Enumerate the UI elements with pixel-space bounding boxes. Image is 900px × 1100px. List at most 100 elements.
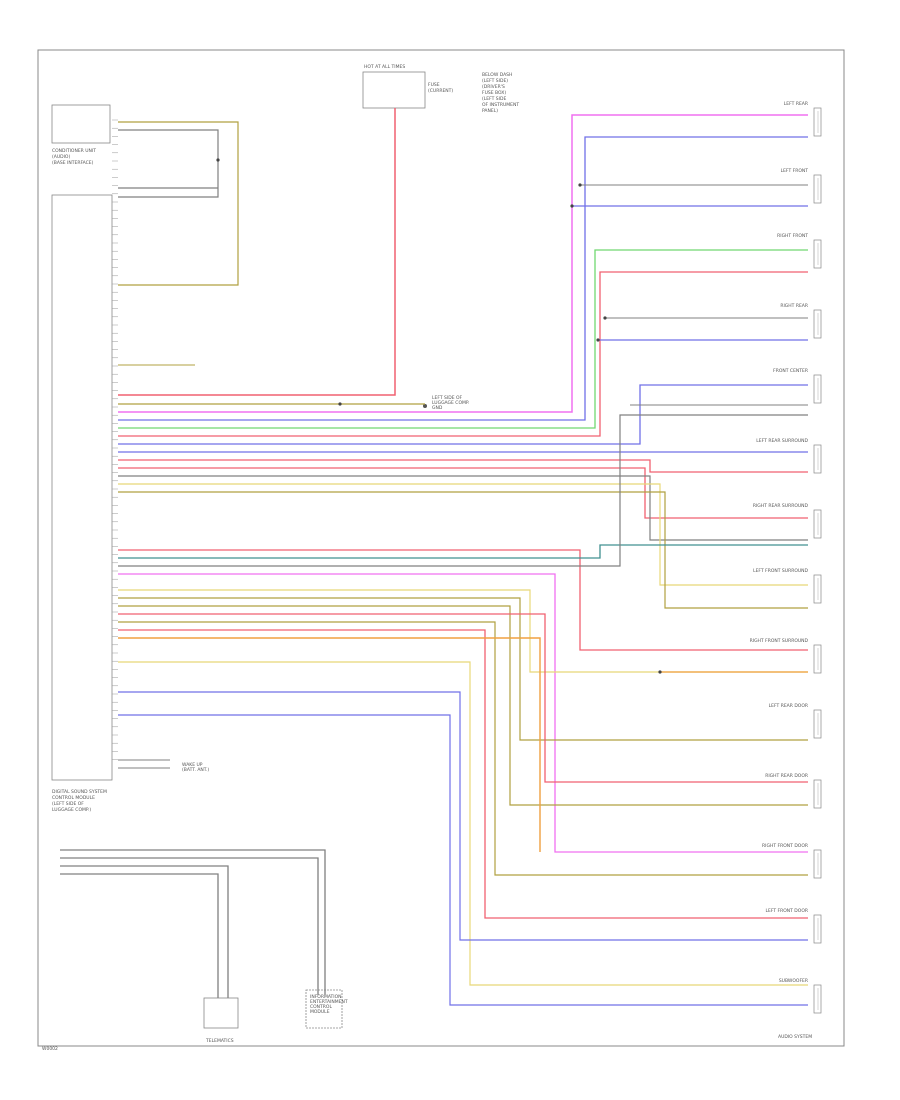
wire	[60, 857, 319, 995]
wire	[118, 475, 808, 541]
interface-label-line: INFORMATION	[310, 994, 342, 1000]
speaker-connector	[813, 914, 822, 944]
speaker: RIGHT FRONT SURROUND	[750, 638, 822, 674]
control-module-box	[51, 194, 113, 781]
speaker-label: LEFT REAR SURROUND	[756, 438, 808, 444]
wire	[118, 605, 808, 806]
splice	[596, 338, 600, 342]
conditioner-unit-box	[51, 104, 111, 144]
fuse-note-line: FUSE BOX)	[482, 90, 506, 96]
speaker: LEFT FRONT	[781, 168, 822, 204]
fuse-note-line: BELOW DASH	[482, 72, 512, 78]
speaker: SUBWOOFER	[779, 978, 822, 1014]
speaker: RIGHT FRONT	[777, 233, 822, 269]
fuse-label-line: FUSE	[428, 82, 440, 88]
conditioner-unit-label: CONDITIONER UNIT(AUDIO)(BASE INTERFACE)	[52, 148, 96, 166]
splice	[216, 158, 220, 162]
speaker-label: RIGHT FRONT	[777, 233, 808, 239]
wire	[118, 549, 808, 651]
wire	[118, 114, 808, 413]
footer-left-label: W0002	[42, 1046, 58, 1052]
control-module-pins	[112, 119, 118, 760]
speaker-label: LEFT FRONT	[781, 168, 809, 174]
fuse-note-line: (LEFT SIDE)	[482, 78, 508, 84]
fuse-note-line: OF INSTRUMENT	[482, 102, 519, 108]
fuse-note-line: (DRIVER'S	[482, 84, 505, 90]
speaker-label: RIGHT REAR	[780, 303, 808, 309]
ground-label-line: LUGGAGE COMP.	[432, 400, 469, 406]
ground-label-line: LEFT SIDE OF	[432, 395, 463, 401]
speaker: RIGHT REAR DOOR	[765, 773, 822, 809]
speaker-connector	[813, 309, 822, 339]
speaker-connector	[813, 849, 822, 879]
wire	[118, 129, 219, 198]
wire	[118, 714, 808, 1006]
amp-label-line: (BASE INTERFACE)	[52, 160, 94, 166]
telematics-label: TELEMATICS	[205, 1038, 234, 1044]
speaker-label: RIGHT REAR SURROUND	[753, 503, 809, 509]
speaker-connector	[813, 644, 822, 674]
telematics-box	[203, 997, 239, 1029]
speaker-label: LEFT FRONT DOOR	[765, 908, 808, 914]
wire	[118, 629, 808, 919]
speaker-connector	[813, 709, 822, 739]
wire	[118, 597, 808, 741]
amp-label-line: CONDITIONER UNIT	[52, 148, 96, 154]
wire	[118, 108, 396, 396]
speaker: LEFT FRONT SURROUND	[753, 568, 822, 604]
speaker-connector	[813, 779, 822, 809]
ground-label-line: GND	[432, 405, 443, 411]
wire	[118, 589, 808, 673]
interface-label-line: ENTERTAINMENT	[310, 999, 348, 1005]
fuse-note-line: (LEFT SIDE	[482, 96, 506, 102]
fuse-note-line: PANEL)	[482, 108, 498, 114]
interface-module-box	[305, 989, 343, 1029]
fuse-label: FUSE(CURRENT)	[428, 82, 453, 94]
wire	[60, 873, 219, 998]
wire	[118, 613, 808, 783]
wire	[118, 467, 808, 519]
speaker-connector	[813, 984, 822, 1014]
head-label-line: DIGITAL SOUND SYSTEM	[52, 789, 107, 795]
wire	[118, 459, 808, 473]
wire	[118, 621, 808, 876]
wire	[118, 491, 808, 609]
wire	[118, 637, 541, 852]
wire	[118, 483, 808, 586]
interface-label-line: MODULE	[310, 1009, 330, 1015]
wire	[118, 544, 808, 559]
footer-right-label: AUDIO SYSTEM	[778, 1034, 812, 1040]
interface-label-line: CONTROL	[310, 1004, 332, 1010]
splice	[338, 402, 342, 406]
speaker: FRONT CENTER	[773, 368, 822, 404]
head-label-line: CONTROL MODULE	[52, 795, 95, 801]
speaker-connector	[813, 239, 822, 269]
speaker-group: LEFT REAR LEFT FRONT RIGHT FRONT RIGHT REAR…	[750, 101, 822, 1014]
fuse-label-line: (CURRENT)	[428, 88, 453, 94]
head-label-line: (LEFT SIDE OF	[52, 801, 84, 807]
speaker-label: FRONT CENTER	[773, 368, 808, 374]
speaker-connector	[813, 509, 822, 539]
head-label-line: LUGGAGE COMP.)	[52, 807, 91, 813]
wake-up-label: WAKE UP(BATT. ANT.)	[182, 762, 209, 773]
speaker: RIGHT REAR	[780, 303, 822, 339]
speaker: RIGHT REAR SURROUND	[753, 503, 822, 539]
wire	[118, 661, 808, 986]
diagram-frame	[37, 49, 845, 1047]
speaker: LEFT REAR SURROUND	[756, 438, 822, 474]
speaker-connector	[813, 374, 822, 404]
speaker: LEFT REAR DOOR	[769, 703, 822, 739]
speaker-connector	[813, 574, 822, 604]
bottom-wires	[60, 849, 326, 998]
speaker-label: RIGHT FRONT SURROUND	[750, 638, 809, 644]
speaker-label: LEFT REAR DOOR	[769, 703, 808, 709]
speaker-connector	[813, 444, 822, 474]
speaker-label: LEFT REAR	[784, 101, 808, 107]
wire	[118, 691, 808, 941]
